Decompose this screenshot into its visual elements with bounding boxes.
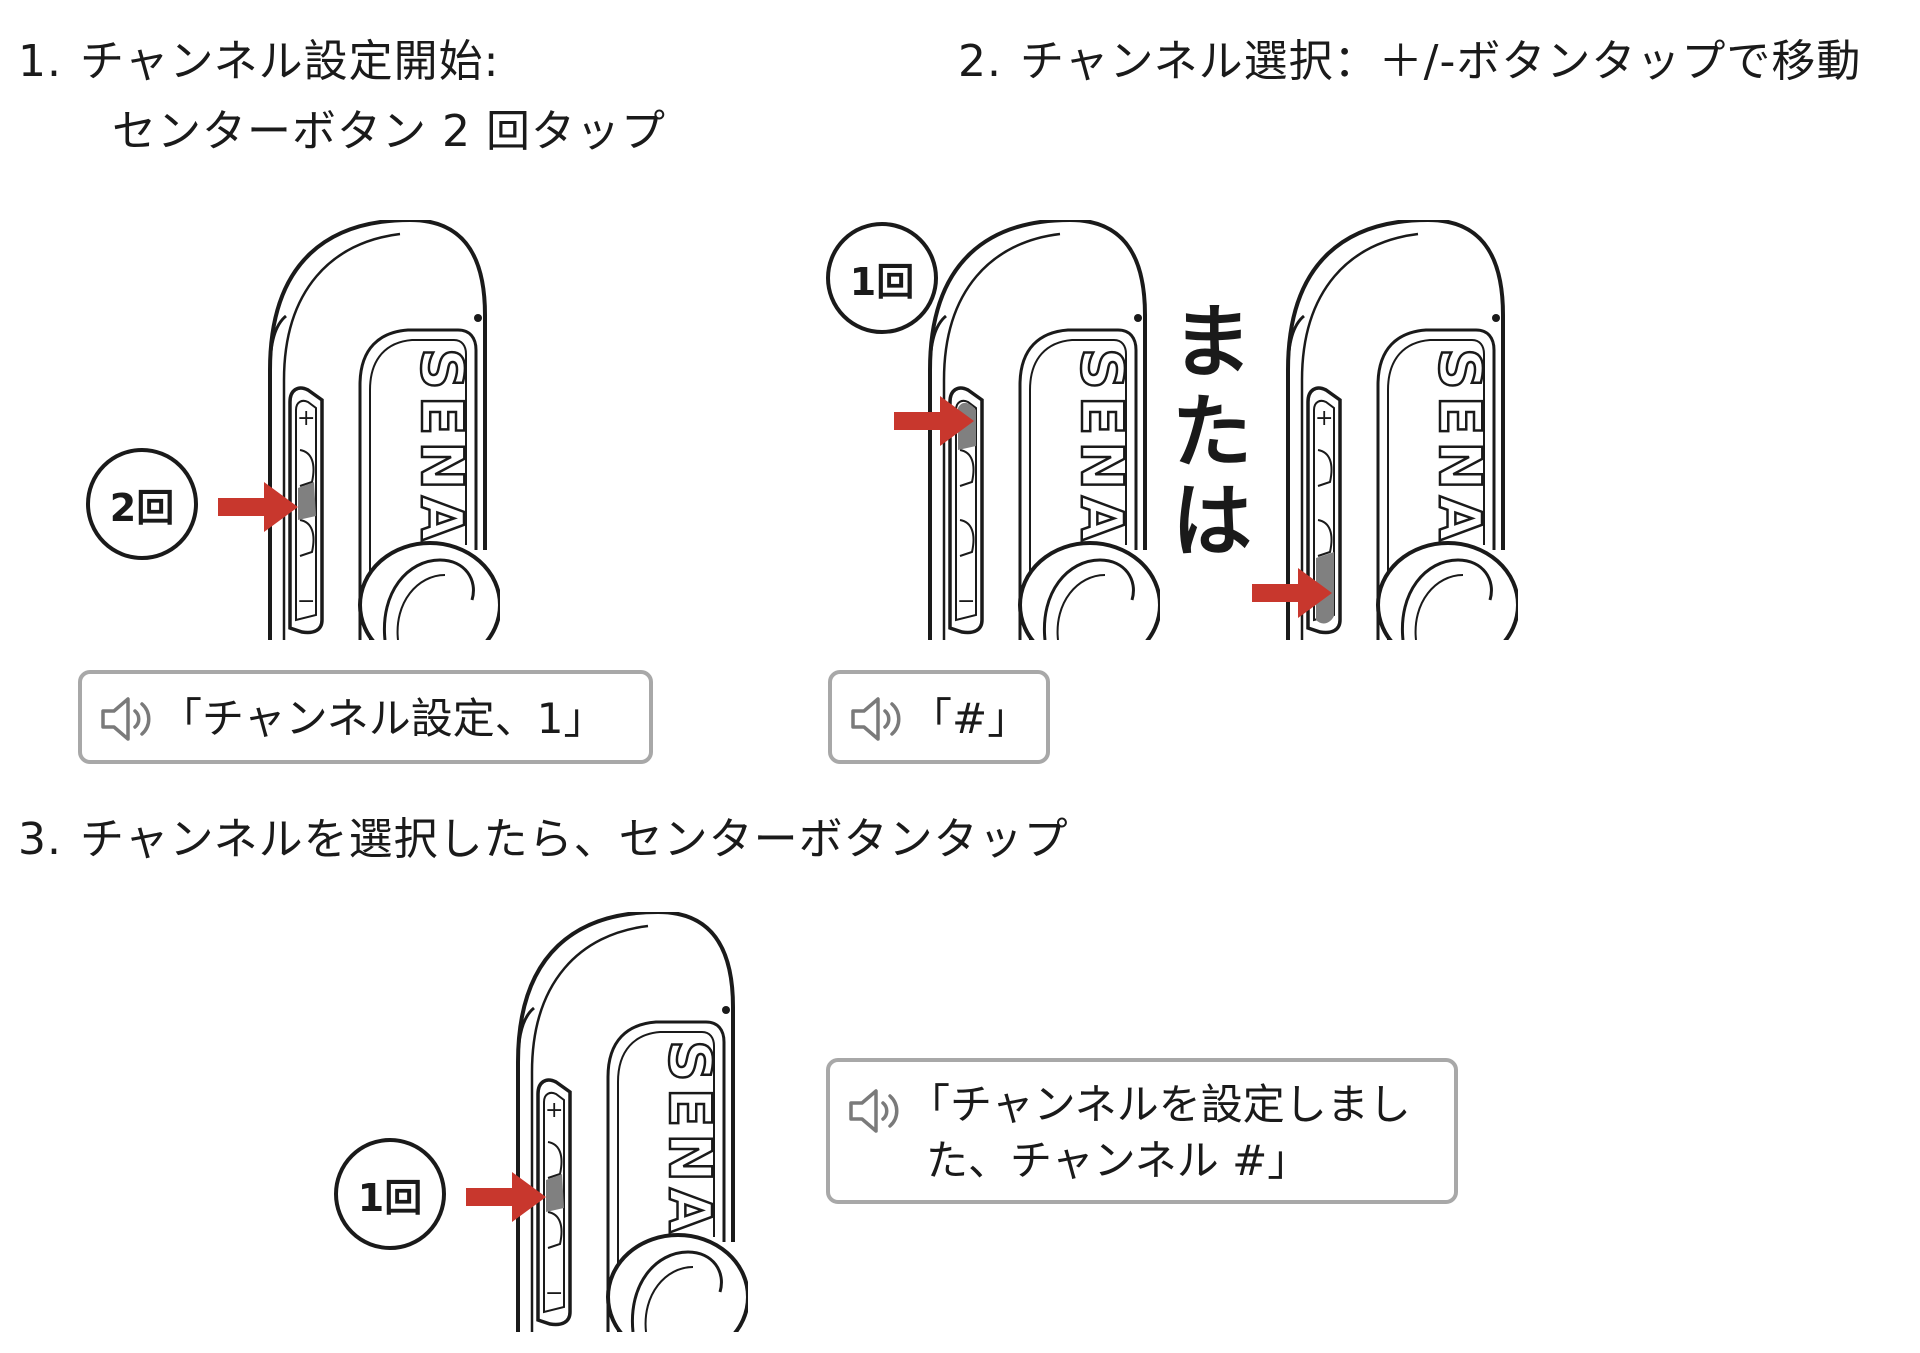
voice-prompt-text-line-1: 「チャンネルを設定しまし	[908, 1080, 1411, 1129]
device-illustration-step-3: SENA + −	[516, 912, 748, 1332]
step-2-title-text: チャンネル選択：＋/-ボタンタップで移動	[1019, 36, 1862, 87]
sena-logo: SENA	[408, 348, 476, 547]
step-1-title-text: チャンネル設定開始:	[79, 36, 500, 87]
center-button-pressed	[298, 482, 316, 520]
minus-button-pressed	[1316, 552, 1334, 624]
voice-prompt-text: 「#」	[910, 694, 1030, 743]
minus-mark: −	[545, 1281, 563, 1306]
or-label: ま た は	[1172, 296, 1252, 569]
arrow-right-icon	[466, 1172, 546, 1222]
minus-mark: −	[297, 589, 315, 614]
step-2-number: 2.	[958, 36, 1002, 87]
voice-prompt-text: 「チャンネル設定、1」	[160, 694, 606, 743]
speaker-icon	[851, 697, 901, 741]
sena-logo: SENA	[1068, 348, 1136, 547]
speaker-icon	[849, 1089, 899, 1133]
voice-prompt-text-line-2: た、チャンネル #」	[926, 1136, 1310, 1185]
step-3-number: 3.	[18, 814, 62, 865]
step-3-title-text: チャンネルを選択したら、センターボタンタップ	[79, 814, 1069, 865]
device-illustration-step-1: SENA + −	[268, 220, 500, 640]
center-button-pressed	[546, 1174, 564, 1212]
arrow-right-icon	[1252, 568, 1332, 618]
arrow-right-icon	[894, 396, 974, 446]
step-3-title: 3.チャンネルを選択したら、センターボタンタップ	[18, 818, 1069, 862]
voice-prompt-step-1: 「チャンネル設定、1」	[78, 670, 653, 764]
plus-mark: +	[297, 406, 315, 431]
device-illustration-plus: SENA + −	[928, 220, 1160, 640]
sena-logo: SENA	[656, 1040, 724, 1239]
speaker-icon	[101, 697, 151, 741]
device-illustration-minus: SENA + −	[1286, 220, 1518, 640]
minus-mark: −	[957, 589, 975, 614]
step-2-title: 2.チャンネル選択：＋/-ボタンタップで移動	[958, 40, 1861, 84]
tap-count-badge-plus: 1回	[826, 222, 938, 334]
voice-prompt-step-2: 「#」	[828, 670, 1050, 764]
tap-count-badge-step-3: 1回	[334, 1138, 446, 1250]
step-1-subtitle: センターボタン 2 回タップ	[112, 106, 666, 157]
sena-logo: SENA	[1426, 348, 1494, 547]
step-1-title: 1.チャンネル設定開始:	[18, 40, 500, 84]
tap-count-badge-step-1: 2回	[86, 448, 198, 560]
voice-prompt-step-3: 「チャンネルを設定しまし た、チャンネル #」	[826, 1058, 1458, 1204]
plus-mark: +	[545, 1098, 563, 1123]
step-1-number: 1.	[18, 36, 62, 87]
plus-mark: +	[1315, 406, 1333, 431]
arrow-right-icon	[218, 482, 298, 532]
